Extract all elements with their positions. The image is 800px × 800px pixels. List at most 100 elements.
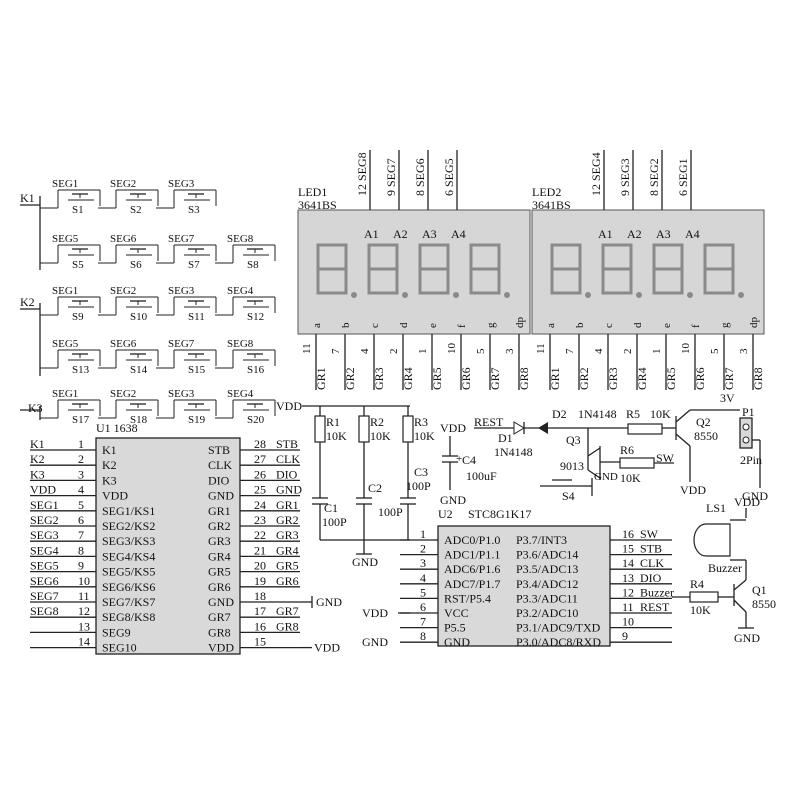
u2-left-name: ADC1/P1.1 [444, 548, 500, 562]
u2-gnd-label: GND [362, 635, 388, 649]
u1-right-num: 19 [254, 574, 266, 588]
u1-right-name: GR6 [208, 580, 231, 594]
resistor-ref: R2 [370, 415, 384, 429]
led2-bottom-pin-net: GR4 [635, 367, 649, 390]
led2-bottom-pin-num: 2 [622, 349, 634, 355]
q2-emitter [675, 433, 691, 447]
resistor-r4 [689, 591, 719, 603]
u2-right-num: 9 [622, 629, 628, 643]
led1-segment-letter: a [311, 323, 323, 328]
led1-bottom-pin-net: GR8 [517, 367, 531, 390]
q1-gnd-label: GND [734, 631, 760, 645]
buzzer-symbol [693, 523, 731, 557]
p1-ref: P1 [742, 405, 755, 419]
cap-ref: C3 [414, 465, 428, 479]
led2-segment-letter: g [719, 322, 731, 328]
u2-left-num: 1 [420, 527, 426, 541]
u2-ref: U2 [438, 507, 453, 521]
led2-top-pin-label: 9 SEG3 [618, 158, 632, 196]
led1-ref: LED1 [298, 185, 327, 199]
resistor-r6 [619, 457, 655, 469]
key-matrix: K1K2K3SEG1S1SEG2S2SEG3S3SEG5S5SEG6S6SEG7… [20, 178, 276, 426]
r5-value: 10K [650, 407, 671, 421]
d1-ref: D1 [498, 431, 513, 445]
led1-bottom-pin-net: GR4 [401, 367, 415, 390]
u1-right-net: GR2 [276, 513, 299, 527]
u1-left-name: SEG2/KS2 [102, 519, 155, 533]
switch-seg-label: SEG3 [168, 178, 195, 190]
u1-right-num: 27 [254, 452, 266, 466]
led1-bottom-pin-num: 1 [417, 349, 429, 355]
c4-vdd-label: VDD [440, 421, 466, 435]
decimal-point [738, 292, 744, 298]
u1-left-name: K3 [102, 473, 117, 487]
led1-bottom-pin-net: GR6 [459, 367, 473, 390]
u2-left-num: 7 [420, 615, 426, 629]
led2-part: 3641BS [532, 198, 571, 212]
u1-right-net: CLK [276, 452, 300, 466]
led1-segment-letter: g [485, 322, 497, 328]
u1-left-num: 5 [78, 498, 84, 512]
u2-right-num: 15 [622, 542, 634, 556]
switch-ref-label: S14 [130, 364, 148, 376]
u1-left-name: SEG6/KS6 [102, 580, 155, 594]
diode-d1 [513, 421, 525, 435]
resistor-r2 [358, 415, 370, 443]
u2-left-num: 2 [420, 542, 426, 556]
switch-seg-label: SEG5 [52, 338, 79, 350]
u2-right-name: P3.2/ADC10 [516, 606, 578, 620]
resistor-value: 10K [326, 429, 347, 443]
decimal-point [453, 292, 459, 298]
u1-right-num: 24 [254, 498, 266, 512]
led2-bottom-pin-num: 10 [680, 343, 692, 355]
u2-right-net: DIO [640, 571, 662, 585]
u1-right-name: DIO [208, 473, 230, 487]
u1-right-net: STB [276, 437, 298, 451]
sw-label: SW [656, 451, 675, 465]
u2-left-name: GND [444, 635, 470, 649]
u2-left-num: 3 [420, 556, 426, 570]
led2-bottom-pin-net: GR1 [548, 367, 562, 390]
u2-right-name: P3.5/ADC13 [516, 562, 578, 576]
k3-label: K3 [28, 401, 43, 415]
led2-top-pin-label: 8 SEG2 [647, 158, 661, 196]
u2-right-num: 12 [622, 585, 634, 599]
cap-value: 100P [406, 479, 431, 493]
led1-part: 3641BS [298, 198, 337, 212]
u1-right-net: GR1 [276, 498, 299, 512]
u1-left-net: K3 [30, 467, 45, 481]
u1-left-num: 4 [78, 483, 84, 497]
switch-ref-label: S16 [247, 364, 265, 376]
q1-emitter [733, 599, 747, 613]
led1-bottom-pin-num: 7 [330, 348, 342, 354]
led1-digit-label: A2 [393, 227, 408, 241]
resistor-r3 [402, 415, 414, 443]
u2-right-net: Buzzer [640, 585, 674, 599]
u2-right-net: SW [640, 527, 659, 541]
switch-ref-label: S18 [130, 414, 148, 426]
switch-seg-label: SEG1 [52, 285, 78, 297]
r5-ref: R5 [626, 407, 640, 421]
u1-right-num: 25 [254, 483, 266, 497]
decimal-point [351, 292, 357, 298]
u1-left-name: SEG7/KS7 [102, 595, 155, 609]
q2-collector [675, 409, 691, 423]
u1-left-name: SEG1/KS1 [102, 504, 155, 518]
u1-left-net: SEG8 [30, 604, 59, 618]
switch-seg-label: SEG3 [168, 388, 195, 400]
led1-digit-label: A4 [451, 227, 466, 241]
led2-bottom-pin-net: GR6 [693, 367, 707, 390]
rest-label: REST [474, 415, 504, 429]
u1-gnd-label: GND [316, 595, 342, 609]
vdd-label: VDD [276, 399, 302, 413]
u1-ref: U1 1638 [96, 421, 138, 435]
led2-bottom-pin-net: GR3 [606, 367, 620, 390]
u2-body [437, 525, 611, 647]
switch-ref-label: S3 [188, 204, 200, 216]
led1-digit-label: A1 [364, 227, 379, 241]
led2-bottom-pin-num: 5 [709, 348, 721, 354]
switch-seg-label: SEG4 [227, 388, 254, 400]
d2-ref: D2 [552, 407, 567, 421]
